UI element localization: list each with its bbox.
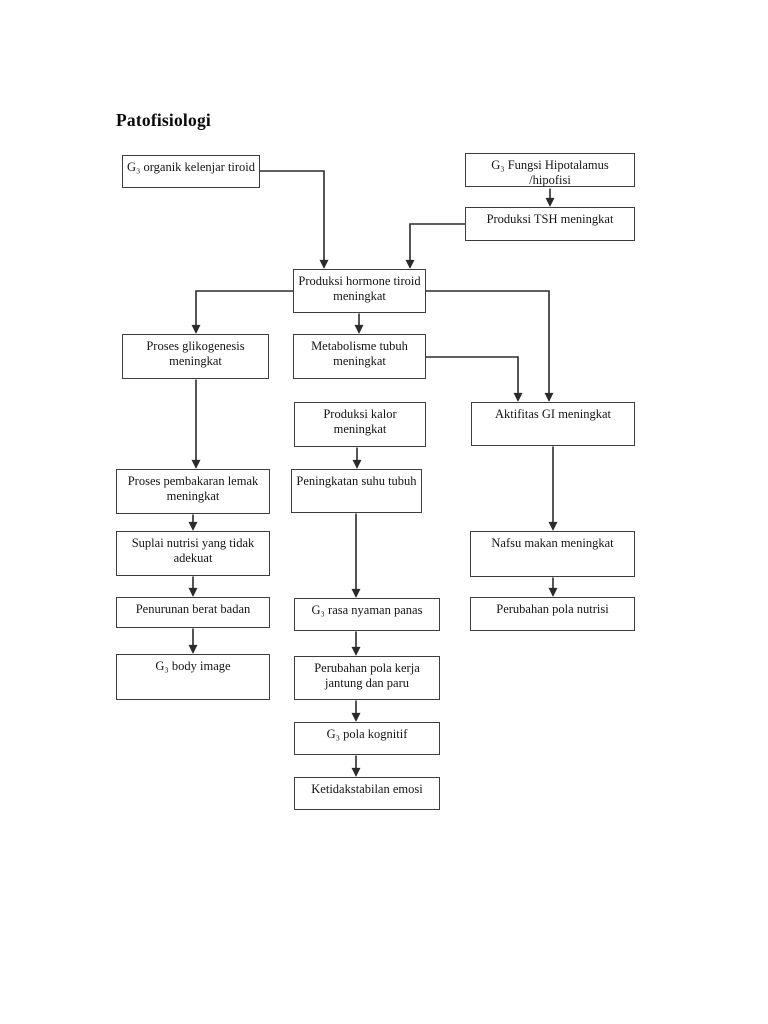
node-g3-rasa-nyaman-panas: G₃ rasa nyaman panas <box>294 598 440 631</box>
node-produksi-kalor-meningkat: Produksi kalor meningkat <box>294 402 426 447</box>
node-peningkatan-suhu-tubuh: Peningkatan suhu tubuh <box>291 469 422 513</box>
node-aktifitas-gi-meningkat: Aktifitas GI meningkat <box>471 402 635 446</box>
edge-metabolisme-to-aktifitas <box>426 356 523 402</box>
node-nafsu-makan-meningkat: Nafsu makan meningkat <box>470 531 635 577</box>
node-perubahan-pola-nutrisi: Perubahan pola nutrisi <box>470 597 635 631</box>
node-produksi-hormone-tiroid-meningkat: Produksi hormone tiroid meningkat <box>293 269 426 313</box>
node-penurunan-berat-badan: Penurunan berat badan <box>116 597 270 628</box>
node-g3-organik-kelenjar-tiroid: G₃ organik kelenjar tiroid <box>122 155 260 188</box>
node-g3-pola-kognitif: G₃ pola kognitif <box>294 722 440 755</box>
edge-hormone-to-glikogenesis <box>191 290 293 334</box>
edge-hormone-to-aktifitas <box>426 290 554 402</box>
node-ketidakstabilan-emosi: Ketidakstabilan emosi <box>294 777 440 810</box>
node-proses-glikogenesis-meningkat: Proses glikogenesis meningkat <box>122 334 269 379</box>
node-metabolisme-tubuh-meningkat: Metabolisme tubuh meningkat <box>293 334 426 379</box>
node-g3-fungsi-hipotalamus-hipofisi: G₃ Fungsi Hipotalamus /hipofisi <box>465 153 635 187</box>
node-produksi-tsh-meningkat: Produksi TSH meningkat <box>465 207 635 241</box>
edge-tsh-to-hormone <box>405 223 465 269</box>
node-perubahan-pola-kerja-jantung-paru: Perubahan pola kerja jantung dan paru <box>294 656 440 700</box>
edge-organik-to-hormone <box>260 170 329 269</box>
node-suplai-nutrisi-tidak-adekuat: Suplai nutrisi yang tidak adekuat <box>116 531 270 576</box>
node-proses-pembakaran-lemak-meningkat: Proses pembakaran lemak meningkat <box>116 469 270 514</box>
diagram-title: Patofisiologi <box>116 110 211 130</box>
node-g3-body-image: G₃ body image <box>116 654 270 700</box>
